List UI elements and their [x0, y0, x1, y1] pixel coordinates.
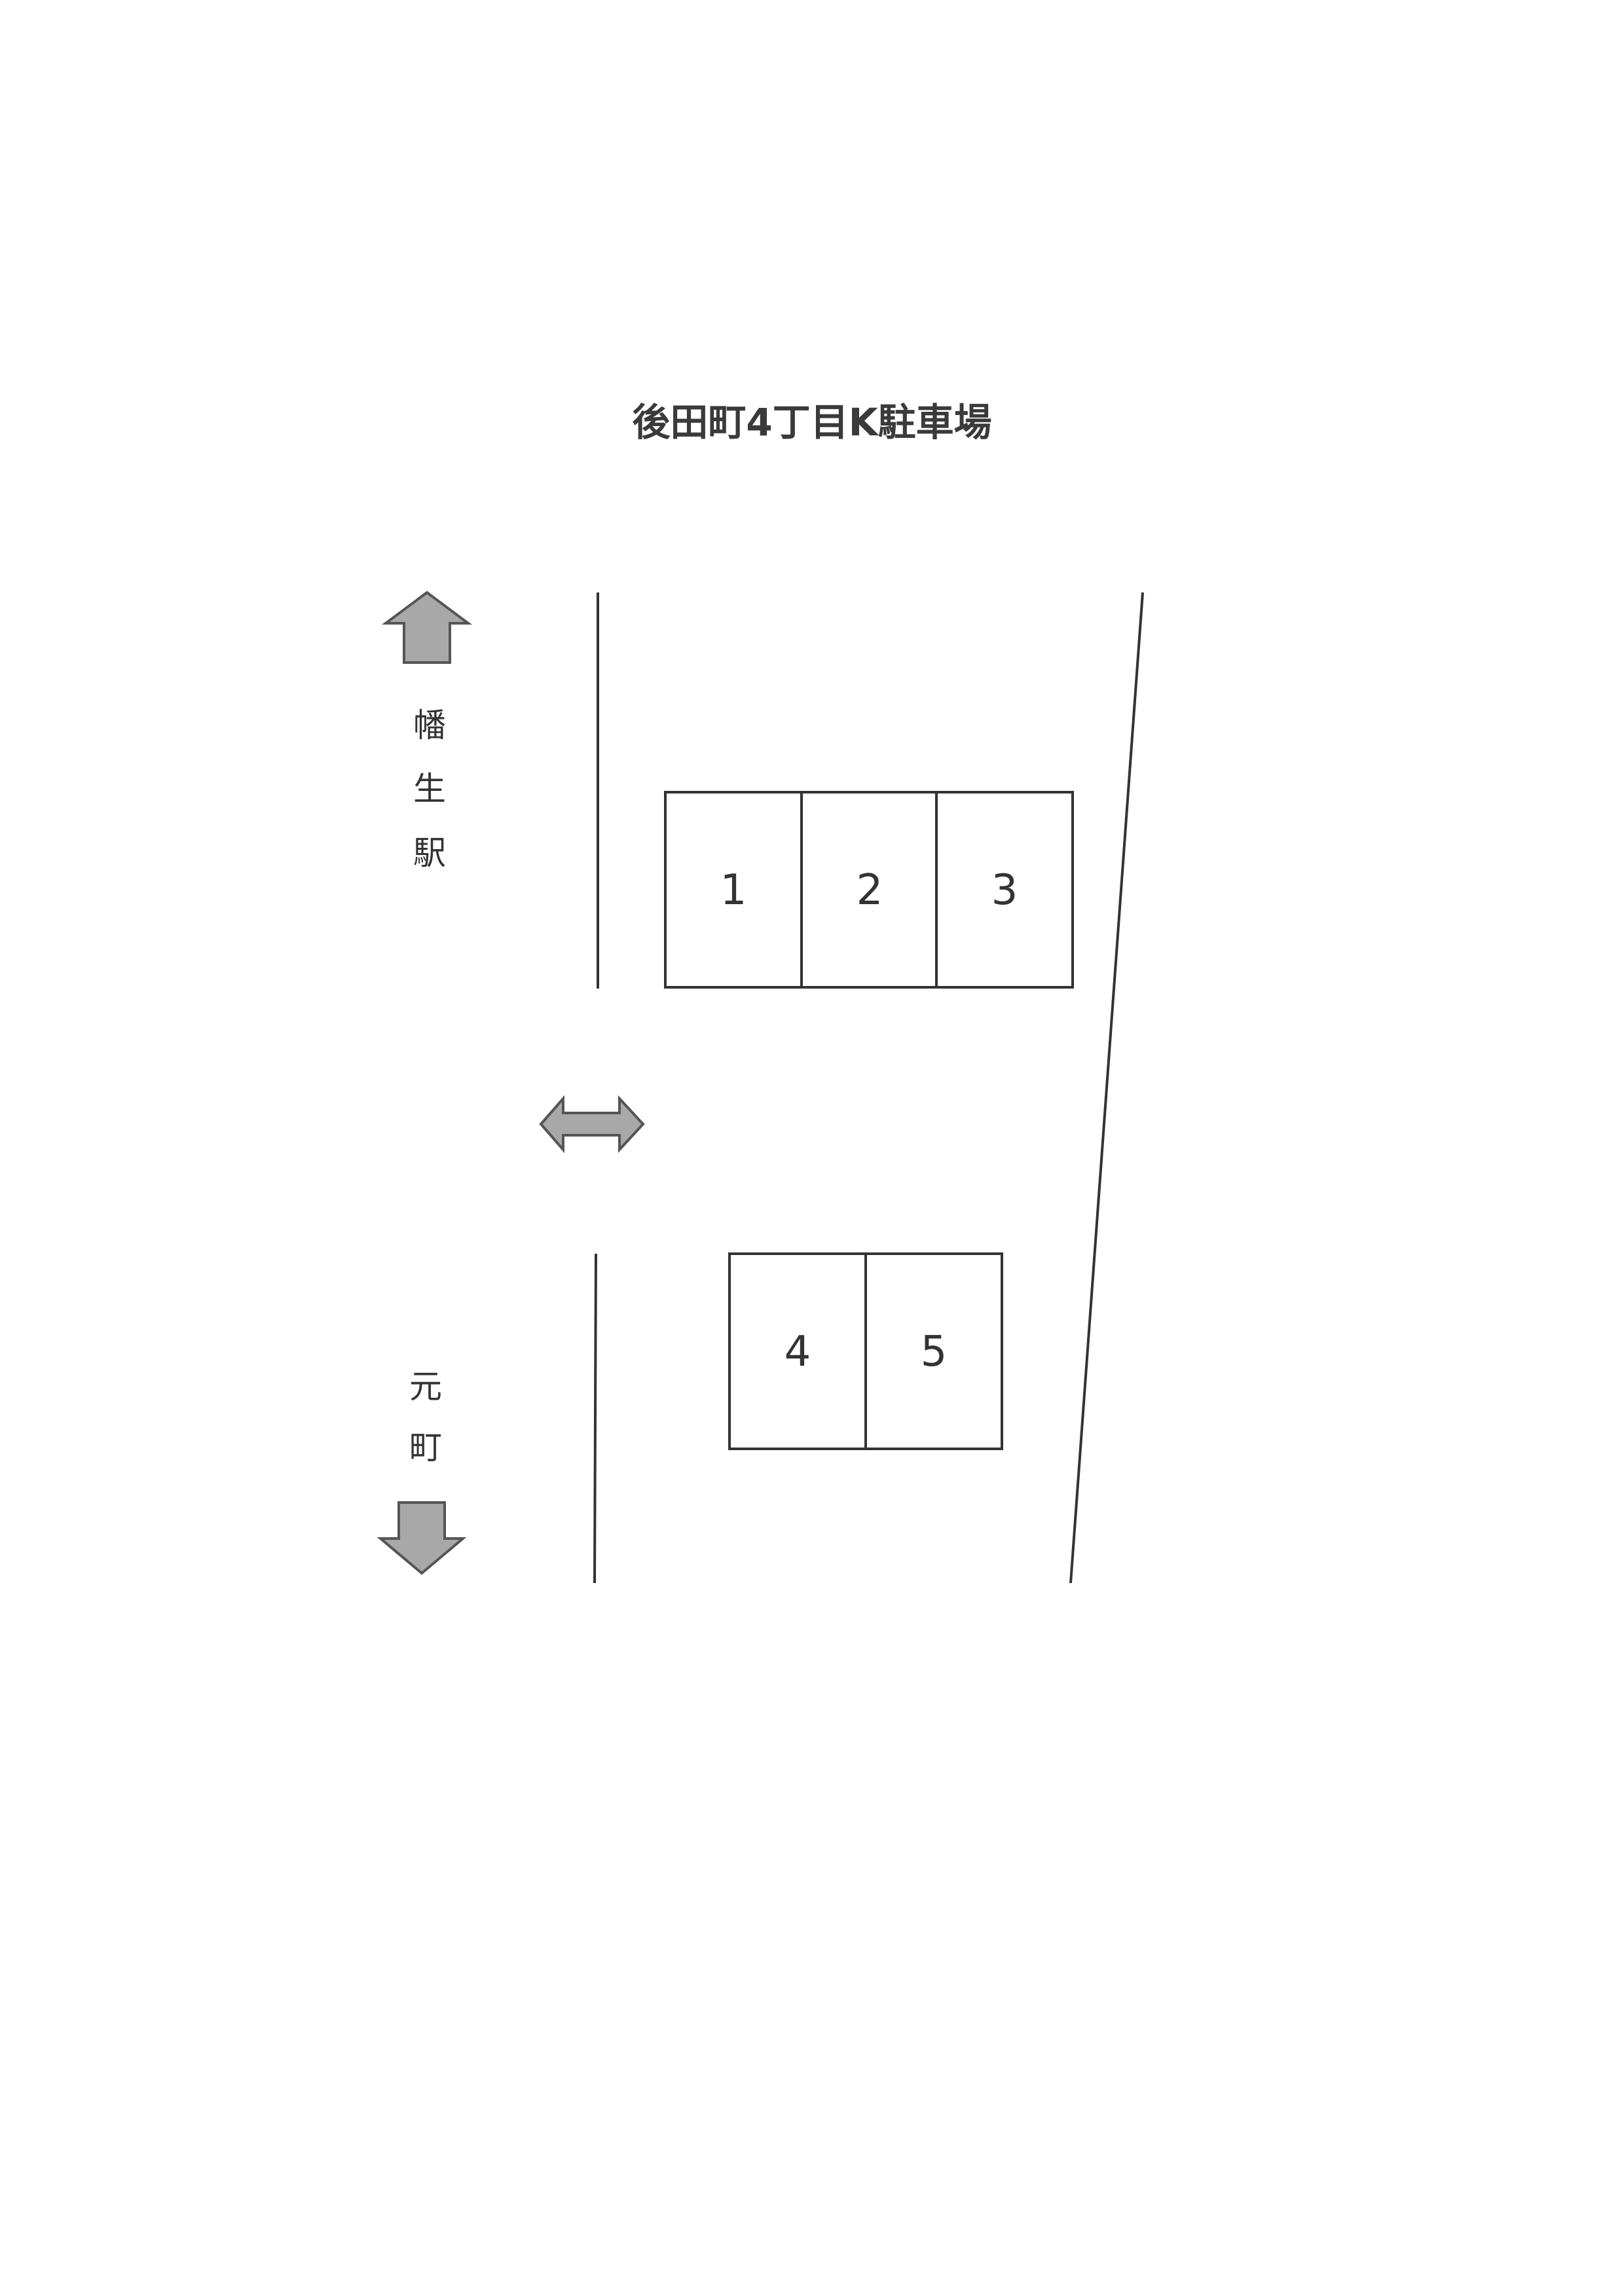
direction-north-char-1: 幡: [413, 706, 446, 744]
page-title: 後田町4丁目K駐車場: [632, 400, 991, 445]
road-left-lower: [593, 1253, 597, 1584]
direction-north-char-2: 生: [413, 770, 446, 808]
up-arrow-icon: [381, 591, 473, 664]
parking-slot-label-3: 3: [991, 866, 1018, 915]
parking-slot-label-1: 1: [720, 866, 747, 915]
down-arrow-icon: [377, 1501, 467, 1575]
left-right-arrow-icon: [539, 1095, 645, 1154]
direction-north-char-3: 駅: [413, 834, 446, 872]
parking-slot-label-2: 2: [857, 866, 883, 915]
parking-slot-label-4: 4: [784, 1328, 811, 1376]
parking-slot-3: [935, 791, 1074, 989]
parking-slot-2: [800, 791, 938, 989]
parking-slot-label-5: 5: [921, 1328, 948, 1376]
road-right: [1069, 592, 1144, 1584]
direction-south-char-1: 元: [409, 1368, 442, 1406]
direction-south-char-2: 町: [409, 1429, 442, 1467]
parking-slot-5: [864, 1252, 1003, 1450]
